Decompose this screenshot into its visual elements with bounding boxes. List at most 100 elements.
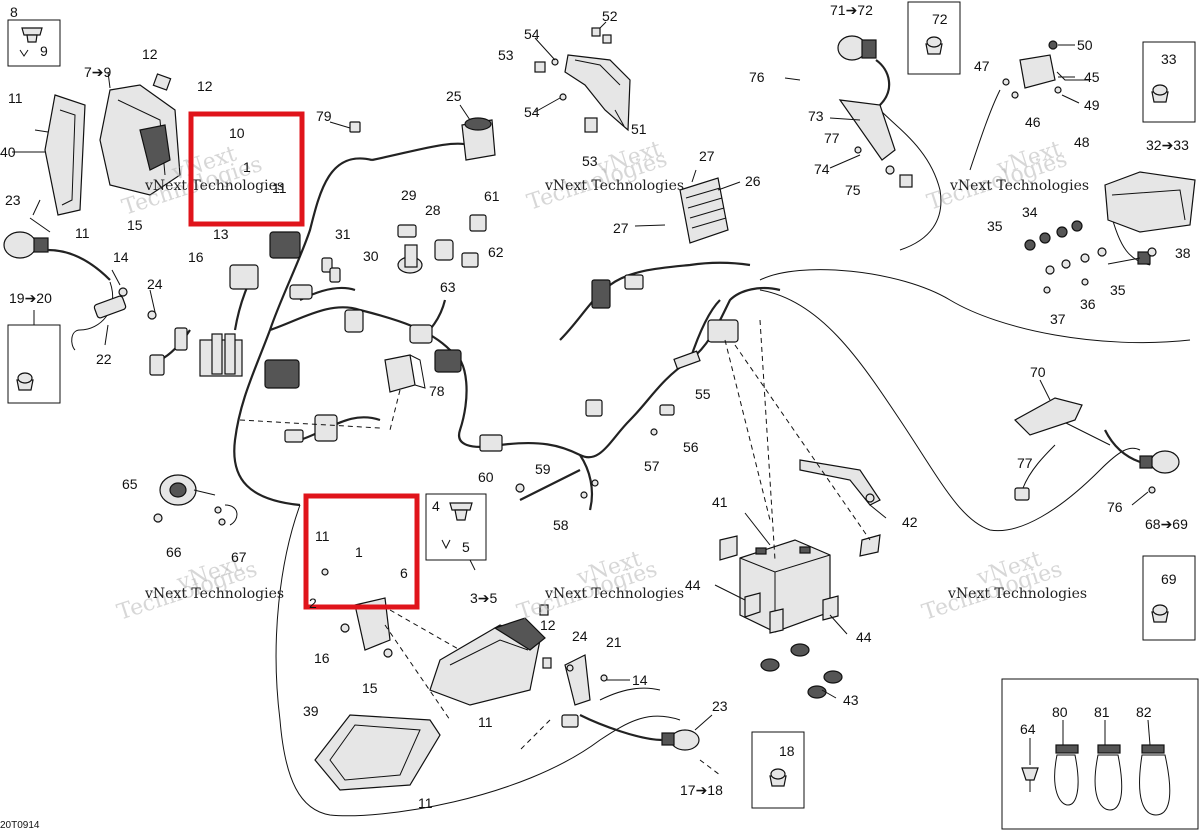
bracket-51-assembly xyxy=(534,27,631,133)
watermark-text: vNext Technologies xyxy=(144,178,284,194)
callout-25: 25 xyxy=(446,88,462,104)
callout-47: 47 xyxy=(974,58,990,74)
callout-74: 74 xyxy=(814,161,830,177)
left-turn-signal-assembly xyxy=(3,217,157,351)
callout-12: 12 xyxy=(142,46,158,62)
bulb-inset-20 xyxy=(7,310,61,404)
drawing-code: 20T0914 xyxy=(0,820,40,831)
right-turn-signal-17 xyxy=(561,714,700,751)
callout-29: 29 xyxy=(401,187,417,203)
callout-41: 41 xyxy=(712,494,728,510)
callout-16: 16 xyxy=(188,249,204,265)
bulb-inset-69 xyxy=(1142,555,1196,641)
callout-69: 69 xyxy=(1161,571,1177,587)
connectors-28-31 xyxy=(321,121,487,283)
watermark-text: vNext Technologies xyxy=(144,586,284,602)
callout-35: 35 xyxy=(987,218,1003,234)
callout-23: 23 xyxy=(712,698,728,714)
headlight-left-assembly xyxy=(44,73,181,216)
callout-4: 4 xyxy=(432,498,440,514)
callout-77: 77 xyxy=(1017,455,1033,471)
callout-27: 27 xyxy=(613,220,629,236)
callout-31: 31 xyxy=(335,226,351,242)
relay-78 xyxy=(384,354,426,393)
callout-42: 42 xyxy=(902,514,918,530)
callout-12: 12 xyxy=(197,78,213,94)
callout-61: 61 xyxy=(484,188,500,204)
callout-32-to-33: 32➔33 xyxy=(1146,137,1189,153)
callout-73: 73 xyxy=(808,108,824,124)
callout-65: 65 xyxy=(122,476,138,492)
callout-52: 52 xyxy=(602,8,618,24)
relay-45-assembly xyxy=(1002,40,1090,99)
callout-54: 54 xyxy=(524,26,540,42)
callout-46: 46 xyxy=(1025,114,1041,130)
callout-11: 11 xyxy=(478,714,493,730)
callout-26: 26 xyxy=(745,173,761,189)
callout-63: 63 xyxy=(440,279,456,295)
callout-33: 33 xyxy=(1161,51,1177,67)
callout-24: 24 xyxy=(572,628,588,644)
callout-82: 82 xyxy=(1136,704,1152,720)
callout-53: 53 xyxy=(498,47,514,63)
callout-7-to-9: 7➔9 xyxy=(84,64,112,80)
callout-53: 53 xyxy=(582,153,598,169)
bulb-inset-72 xyxy=(907,1,961,75)
grommets-43 xyxy=(760,643,843,699)
callout-16: 16 xyxy=(314,650,330,666)
callout-22: 22 xyxy=(96,351,112,367)
callout-13: 13 xyxy=(213,226,229,242)
callout-72: 72 xyxy=(932,11,948,27)
callout-8: 8 xyxy=(10,4,18,20)
callout-34: 34 xyxy=(1022,204,1038,220)
callout-55: 55 xyxy=(695,386,711,402)
callout-67: 67 xyxy=(231,549,247,565)
callout-28: 28 xyxy=(425,202,441,218)
callout-23: 23 xyxy=(5,192,21,208)
callout-3-to-5: 3➔5 xyxy=(470,590,498,606)
callout-37: 37 xyxy=(1050,311,1066,327)
callout-79: 79 xyxy=(316,108,332,124)
callout-9: 9 xyxy=(40,43,48,59)
callout-24: 24 xyxy=(147,276,163,292)
fuse-block-26 xyxy=(679,177,729,244)
callout-76: 76 xyxy=(1107,499,1123,515)
taillight-hardware-34-37 xyxy=(1024,220,1107,294)
callout-36: 36 xyxy=(1080,296,1096,312)
battery-41 xyxy=(739,539,831,633)
highlight-box-lower[interactable] xyxy=(303,493,420,610)
callout-48: 48 xyxy=(1074,134,1090,150)
callout-11: 11 xyxy=(418,795,433,811)
headlight-right-assembly xyxy=(321,568,552,706)
callout-54: 54 xyxy=(524,104,540,120)
callout-68-to-69: 68➔69 xyxy=(1145,516,1188,532)
callout-49: 49 xyxy=(1084,97,1100,113)
callout-10: 10 xyxy=(229,125,245,141)
callout-1: 1 xyxy=(355,544,363,560)
callout-17-to-18: 17➔18 xyxy=(680,782,723,798)
dashed-leader-lines xyxy=(239,319,871,776)
callout-64: 64 xyxy=(1020,721,1036,737)
watermark-text: vNext Technologies xyxy=(544,586,684,602)
highlight-box-upper[interactable] xyxy=(188,111,305,227)
callout-57: 57 xyxy=(644,458,660,474)
callout-50: 50 xyxy=(1077,37,1093,53)
callout-35: 35 xyxy=(1110,282,1126,298)
callout-60: 60 xyxy=(478,469,494,485)
callout-76: 76 xyxy=(749,69,765,85)
callout-70: 70 xyxy=(1030,364,1046,380)
rear-turn-signal-68 xyxy=(1014,397,1180,501)
watermark-text: vNext Technologies xyxy=(949,178,1089,194)
callout-75: 75 xyxy=(845,182,861,198)
bulb-inset-4-5 xyxy=(425,493,487,561)
turn-signal-71-assembly xyxy=(837,35,913,188)
clamps-inset xyxy=(1001,678,1199,830)
callout-77: 77 xyxy=(824,130,840,146)
callout-5: 5 xyxy=(462,539,470,555)
callout-2: 2 xyxy=(309,595,317,611)
callout-56: 56 xyxy=(683,439,699,455)
right-bracket-21 xyxy=(564,654,608,706)
callout-59: 59 xyxy=(535,461,551,477)
callout-44: 44 xyxy=(856,629,872,645)
